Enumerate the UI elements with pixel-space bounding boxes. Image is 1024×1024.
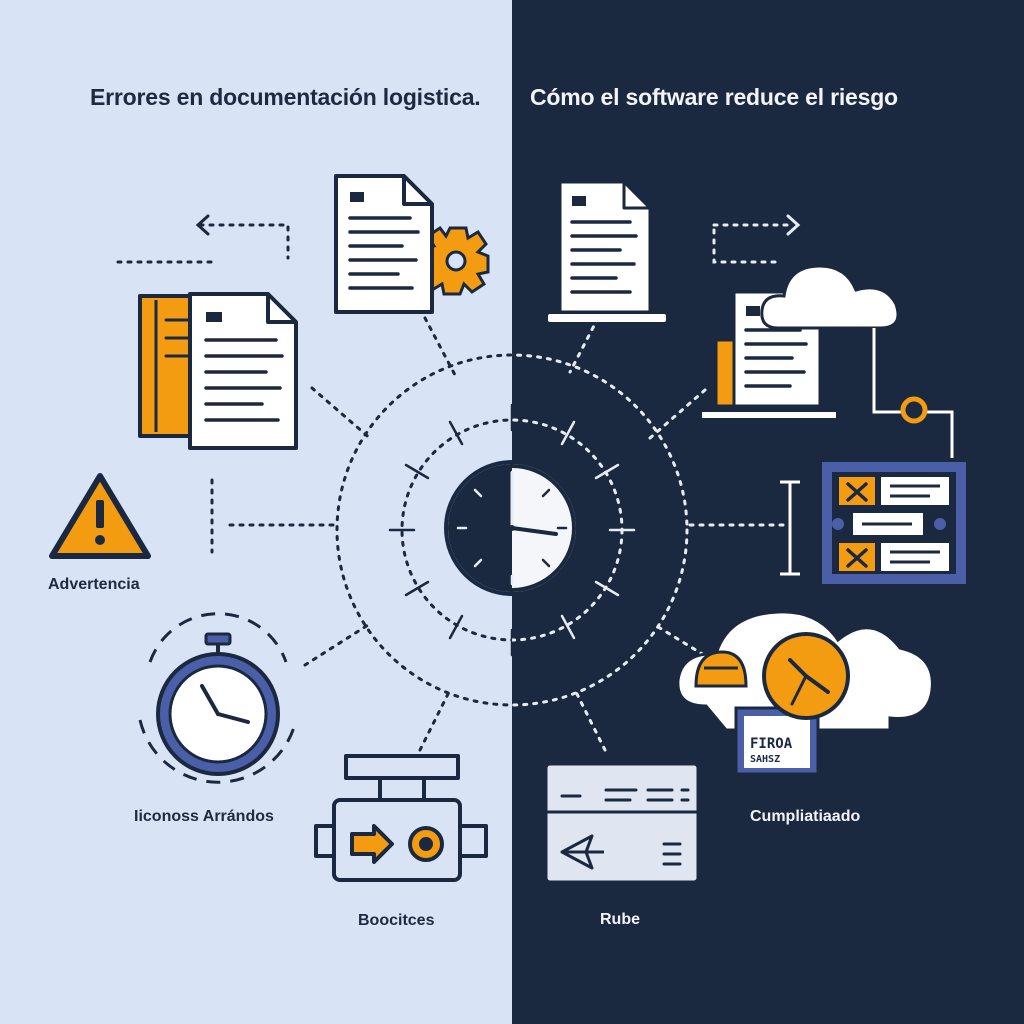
compliance-label: Cumpliatiaado: [750, 808, 861, 825]
left-title: Errores en documentación logistica.: [90, 84, 481, 110]
machine-label: Boocitces: [358, 912, 435, 929]
rings-left: [335, 353, 512, 707]
signature-card-line1: FIROA: [750, 736, 793, 752]
connectors-left: [116, 223, 457, 752]
panel-label: Rube: [600, 911, 640, 928]
timer-label: Iiconoss Arrándos: [134, 808, 274, 825]
arrow-right-head: [786, 214, 801, 236]
cloud-clock-icon: FIROA SAHSZ: [676, 610, 934, 776]
clock-ticks-right: [560, 420, 636, 640]
stopwatch-icon: [138, 612, 298, 784]
warning-label: Advertencia: [48, 576, 140, 593]
machine-icon: [314, 754, 488, 882]
signature-card-line2: SAHSZ: [750, 754, 780, 765]
browser-panel-icon: [544, 762, 700, 884]
clock-ticks-left: [388, 403, 512, 657]
arrow-left-head: [195, 214, 210, 236]
clock-icon: [444, 460, 580, 596]
document-gear-icon: [334, 174, 490, 314]
stacked-documents-icon: [138, 292, 298, 450]
warning-icon: [49, 473, 151, 559]
checklist-rack-icon: [780, 458, 970, 588]
right-title: Cómo el software reduce el riesgo: [530, 84, 898, 110]
laptop-document-icon: [548, 180, 666, 322]
cloud-document-icon: [702, 264, 954, 460]
